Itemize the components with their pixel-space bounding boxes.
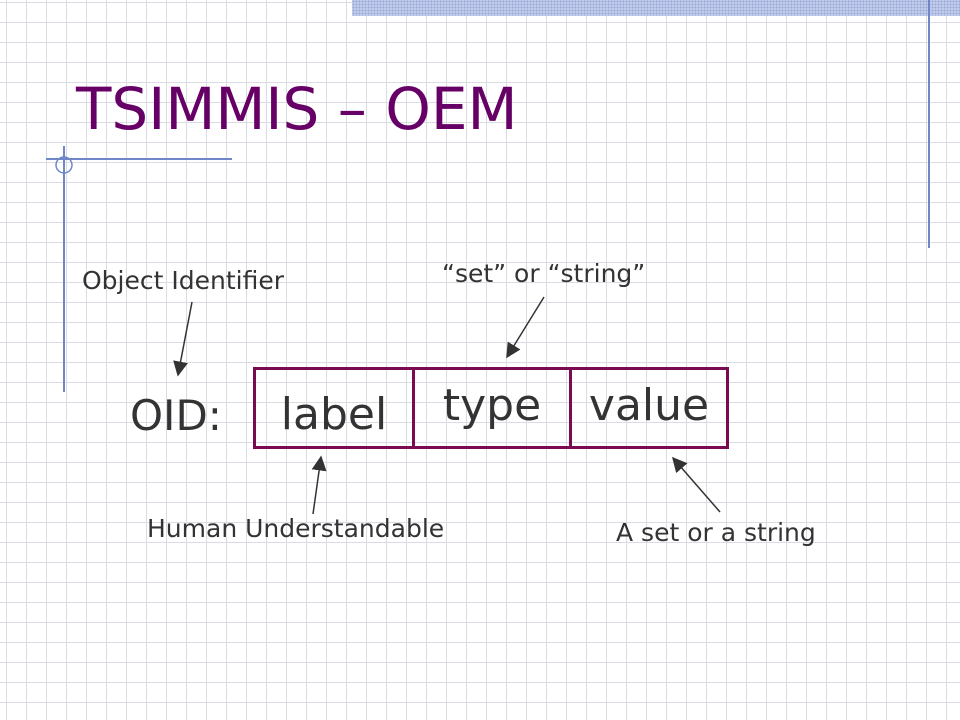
type-annotation: “set” or “string” — [442, 259, 646, 288]
arrow-type — [506, 296, 545, 359]
arrow-label — [311, 455, 327, 515]
value-annotation: A set or a string — [616, 518, 816, 547]
label-annotation: Human Understandable — [147, 514, 445, 543]
field-box-label: label — [253, 367, 415, 449]
object-identifier-annotation: Object Identifier — [82, 266, 284, 295]
field-box-type: type — [412, 367, 572, 449]
oid-prefix: OID: — [130, 391, 222, 440]
crosshair-circle — [55, 156, 73, 174]
field-box-value: value — [569, 367, 729, 449]
slide-title: TSIMMIS – OEM — [76, 75, 518, 143]
arrow-value — [672, 456, 721, 513]
arrow-oid — [173, 301, 193, 377]
header-decoration-band — [352, 0, 960, 16]
